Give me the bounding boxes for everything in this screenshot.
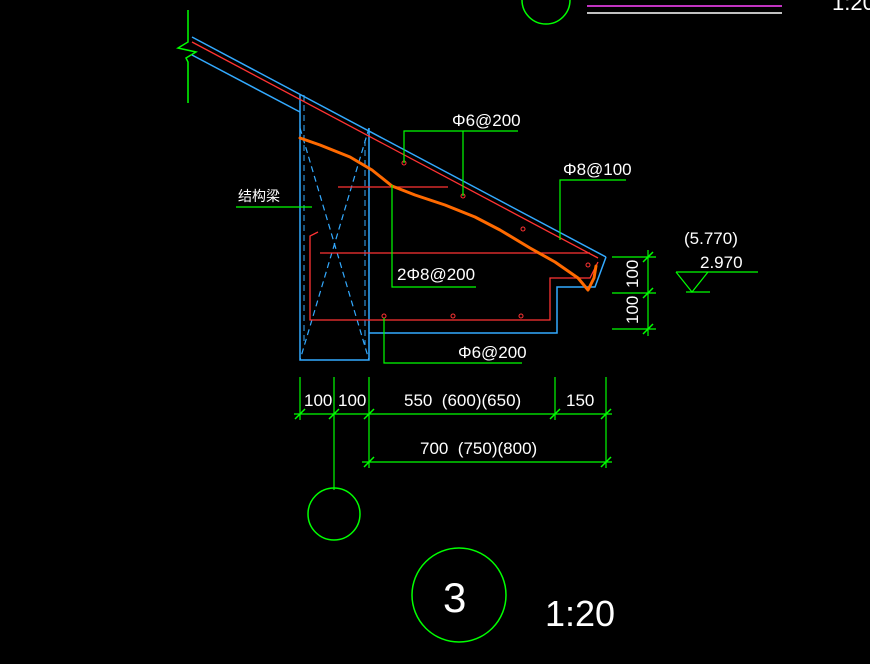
slope-rebar-leader — [559, 179, 626, 240]
elevation-lower: 2.970 — [700, 253, 743, 272]
bottom-main-rebar-label: 2Φ8@200 — [397, 265, 475, 284]
dim-tick — [363, 456, 375, 468]
structural-beam-label: 结构梁 — [238, 189, 280, 205]
dim-tick — [328, 408, 340, 420]
dim-tick — [600, 408, 612, 420]
dim-seg1: 100 — [304, 391, 332, 410]
beam-outline — [299, 95, 370, 361]
bottom-hook-rebar — [309, 231, 599, 321]
right-dim-tick — [642, 251, 654, 263]
detail-scale: 1:20 — [545, 593, 615, 634]
eave-outline — [369, 256, 607, 334]
slab-top-edge — [191, 36, 607, 258]
right-dim-tick — [642, 323, 654, 335]
top-scale-text: 1:20 — [832, 0, 870, 15]
elevation-upper: (5.770) — [684, 229, 738, 248]
slope-top-rebar — [191, 41, 599, 259]
break-line — [176, 10, 198, 103]
dim-seg2: 100 — [338, 391, 366, 410]
highlight-sketch — [298, 136, 598, 292]
rebar-dot — [585, 262, 591, 268]
slab-bottom-edge — [191, 54, 301, 113]
detail-number-circle — [411, 547, 507, 643]
dim-seg3: 550 (600)(650) — [404, 391, 521, 410]
right-dim-bottom-value: 100 — [623, 296, 642, 324]
rebar-dot — [518, 313, 524, 319]
partial-circle-top — [521, 0, 571, 25]
dim-tick — [600, 456, 612, 468]
bottom-dist-leader — [383, 318, 522, 364]
rebar-dot — [520, 226, 526, 232]
slope-rebar-label: Φ8@100 — [563, 160, 632, 179]
top-rebar-leader — [403, 130, 518, 163]
dim-tick — [363, 408, 375, 420]
bottom-main-leader — [391, 185, 476, 288]
rebar-dot — [381, 313, 387, 319]
dim-tick — [549, 408, 561, 420]
dim-total: 700 (750)(800) — [420, 439, 537, 458]
rebar-dot — [450, 313, 456, 319]
dim-seg4: 150 — [566, 391, 594, 410]
axis-bubble — [307, 487, 361, 541]
dim-tick — [294, 408, 306, 420]
top-rebar-label: Φ6@200 — [452, 111, 521, 130]
detail-number: 3 — [443, 574, 466, 621]
right-dim-top-value: 100 — [623, 260, 642, 288]
right-dim-tick — [642, 287, 654, 299]
elevation-triangle — [675, 271, 709, 293]
beam-cross-b — [299, 127, 370, 361]
bottom-dist-rebar-label: Φ6@200 — [458, 343, 527, 362]
